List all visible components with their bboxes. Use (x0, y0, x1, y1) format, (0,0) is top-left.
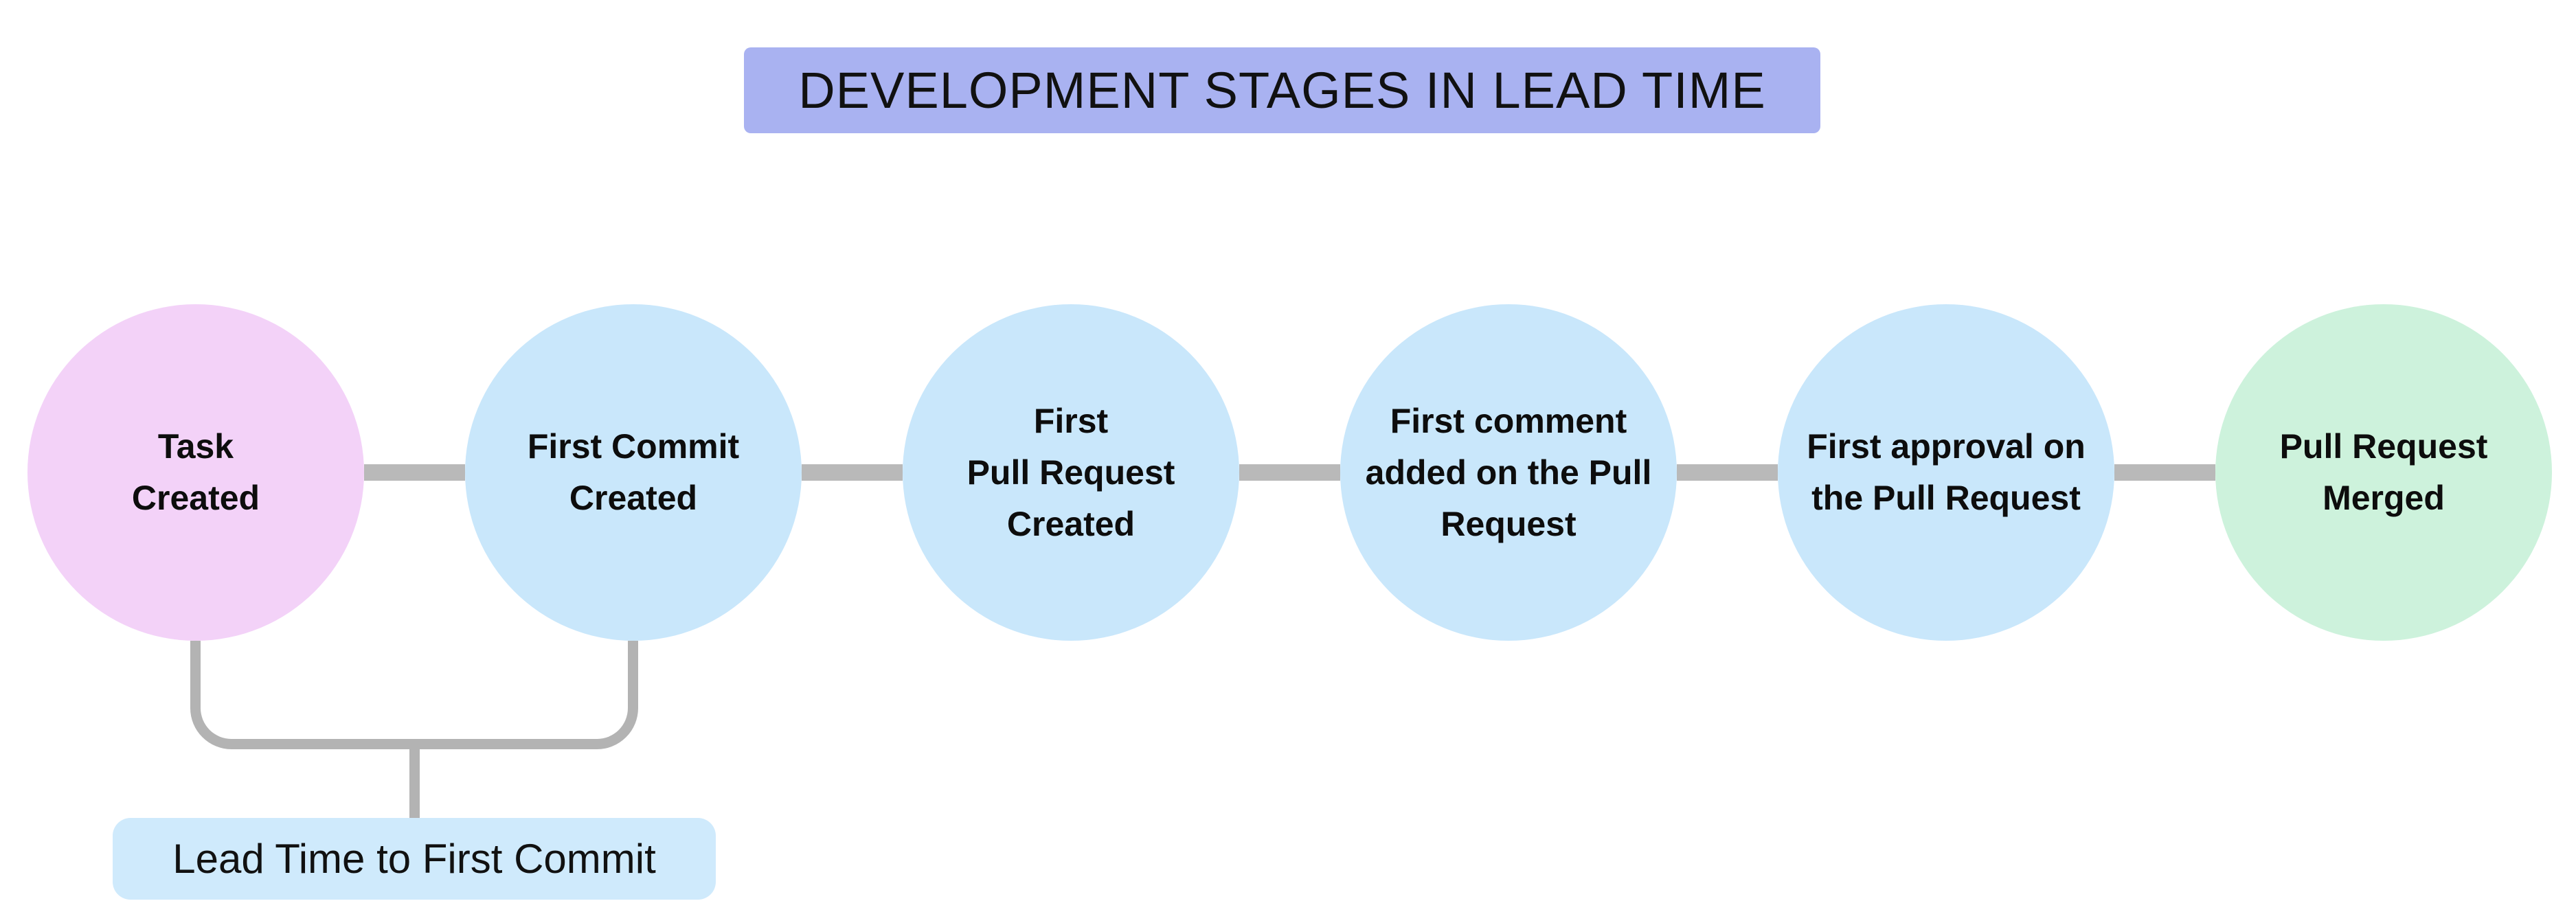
stage-node-5: First approval on the Pull Request (1778, 304, 2114, 641)
stage-connector-3 (1239, 464, 1340, 481)
stage-label: Task Created (131, 427, 260, 517)
title-banner: DEVELOPMENT STAGES IN LEAD TIME (744, 47, 1820, 133)
stages-row: Task Created First Commit Created First … (27, 304, 2552, 641)
lead-time-bracket (190, 641, 638, 749)
stage-node-4: First comment added on the Pull Request (1340, 304, 1677, 641)
stage-connector-1 (364, 464, 465, 481)
stage-node-6: Pull Request Merged (2215, 304, 2552, 641)
stage-connector-2 (802, 464, 903, 481)
lead-time-annotation-box: Lead Time to First Commit (113, 818, 716, 900)
stage-connector-5 (2114, 464, 2215, 481)
stage-node-3: First Pull Request Created (903, 304, 1239, 641)
stage-label: First Commit Created (527, 427, 740, 517)
stage-node-2: First Commit Created (465, 304, 802, 641)
stage-label: First approval on the Pull Request (1807, 427, 2086, 517)
stage-label: First comment added on the Pull Request (1365, 401, 1652, 543)
lead-time-annotation-label: Lead Time to First Commit (172, 836, 656, 882)
stage-node-1: Task Created (27, 304, 364, 641)
page-title: DEVELOPMENT STAGES IN LEAD TIME (798, 62, 1766, 119)
stage-connector-4 (1677, 464, 1778, 481)
stage-label: First Pull Request Created (967, 401, 1175, 543)
lead-time-bracket-stem (409, 745, 420, 818)
stage-label: Pull Request Merged (2279, 427, 2488, 517)
